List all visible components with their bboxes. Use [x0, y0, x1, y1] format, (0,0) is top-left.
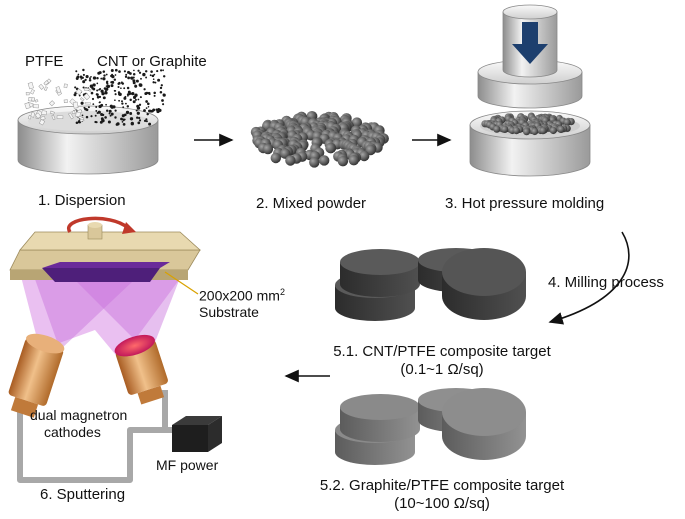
- label-step52-line2: (10~100 Ω/sq): [394, 495, 490, 512]
- label-step51-line2: (0.1~1 Ω/sq): [400, 361, 484, 378]
- cnt-ptfe-targets: [335, 248, 526, 321]
- label-mf-power: MF power: [156, 457, 219, 473]
- mixed-powder-pile: [250, 111, 389, 168]
- ptfe-flakes: [24, 78, 92, 126]
- press-powder: [481, 112, 575, 136]
- label-substrate: Substrate: [199, 304, 259, 320]
- label-ptfe: PTFE: [25, 53, 64, 70]
- label-dual-magnetron-line1: dual magnetron: [30, 407, 128, 423]
- label-step4-milling-process: 4. Milling process: [548, 274, 664, 291]
- rotation-arrow-icon: [66, 216, 130, 234]
- label-step51-line1: 5.1. CNT/PTFE composite target: [333, 343, 551, 360]
- milling-arrow: [548, 231, 630, 325]
- sputtering-system: [8, 216, 222, 483]
- dispersion-bowl: [17, 68, 166, 175]
- cnt-particles: [73, 68, 166, 126]
- label-step6-sputtering: 6. Sputtering: [40, 486, 126, 503]
- label-step1-dispersion: 1. Dispersion: [38, 192, 126, 209]
- label-step52-line1: 5.2. Graphite/PTFE composite target: [319, 477, 565, 494]
- substrate-size-text: 200x200 mm: [199, 287, 280, 304]
- graphite-ptfe-targets: [335, 388, 526, 465]
- label-substrate-size: 200x200 mm2: [199, 288, 285, 303]
- label-cnt-or-graphite: CNT or Graphite: [97, 53, 207, 70]
- label-step3-hot-pressure-molding: 3. Hot pressure molding: [445, 195, 605, 212]
- label-step2-mixed-powder: 2. Mixed powder: [256, 195, 367, 212]
- press-down-arrow-icon: [512, 22, 548, 64]
- label-dual-magnetron-line2: cathodes: [44, 424, 101, 440]
- hot-press: [469, 4, 591, 177]
- substrate-size-sup: 2: [279, 287, 285, 297]
